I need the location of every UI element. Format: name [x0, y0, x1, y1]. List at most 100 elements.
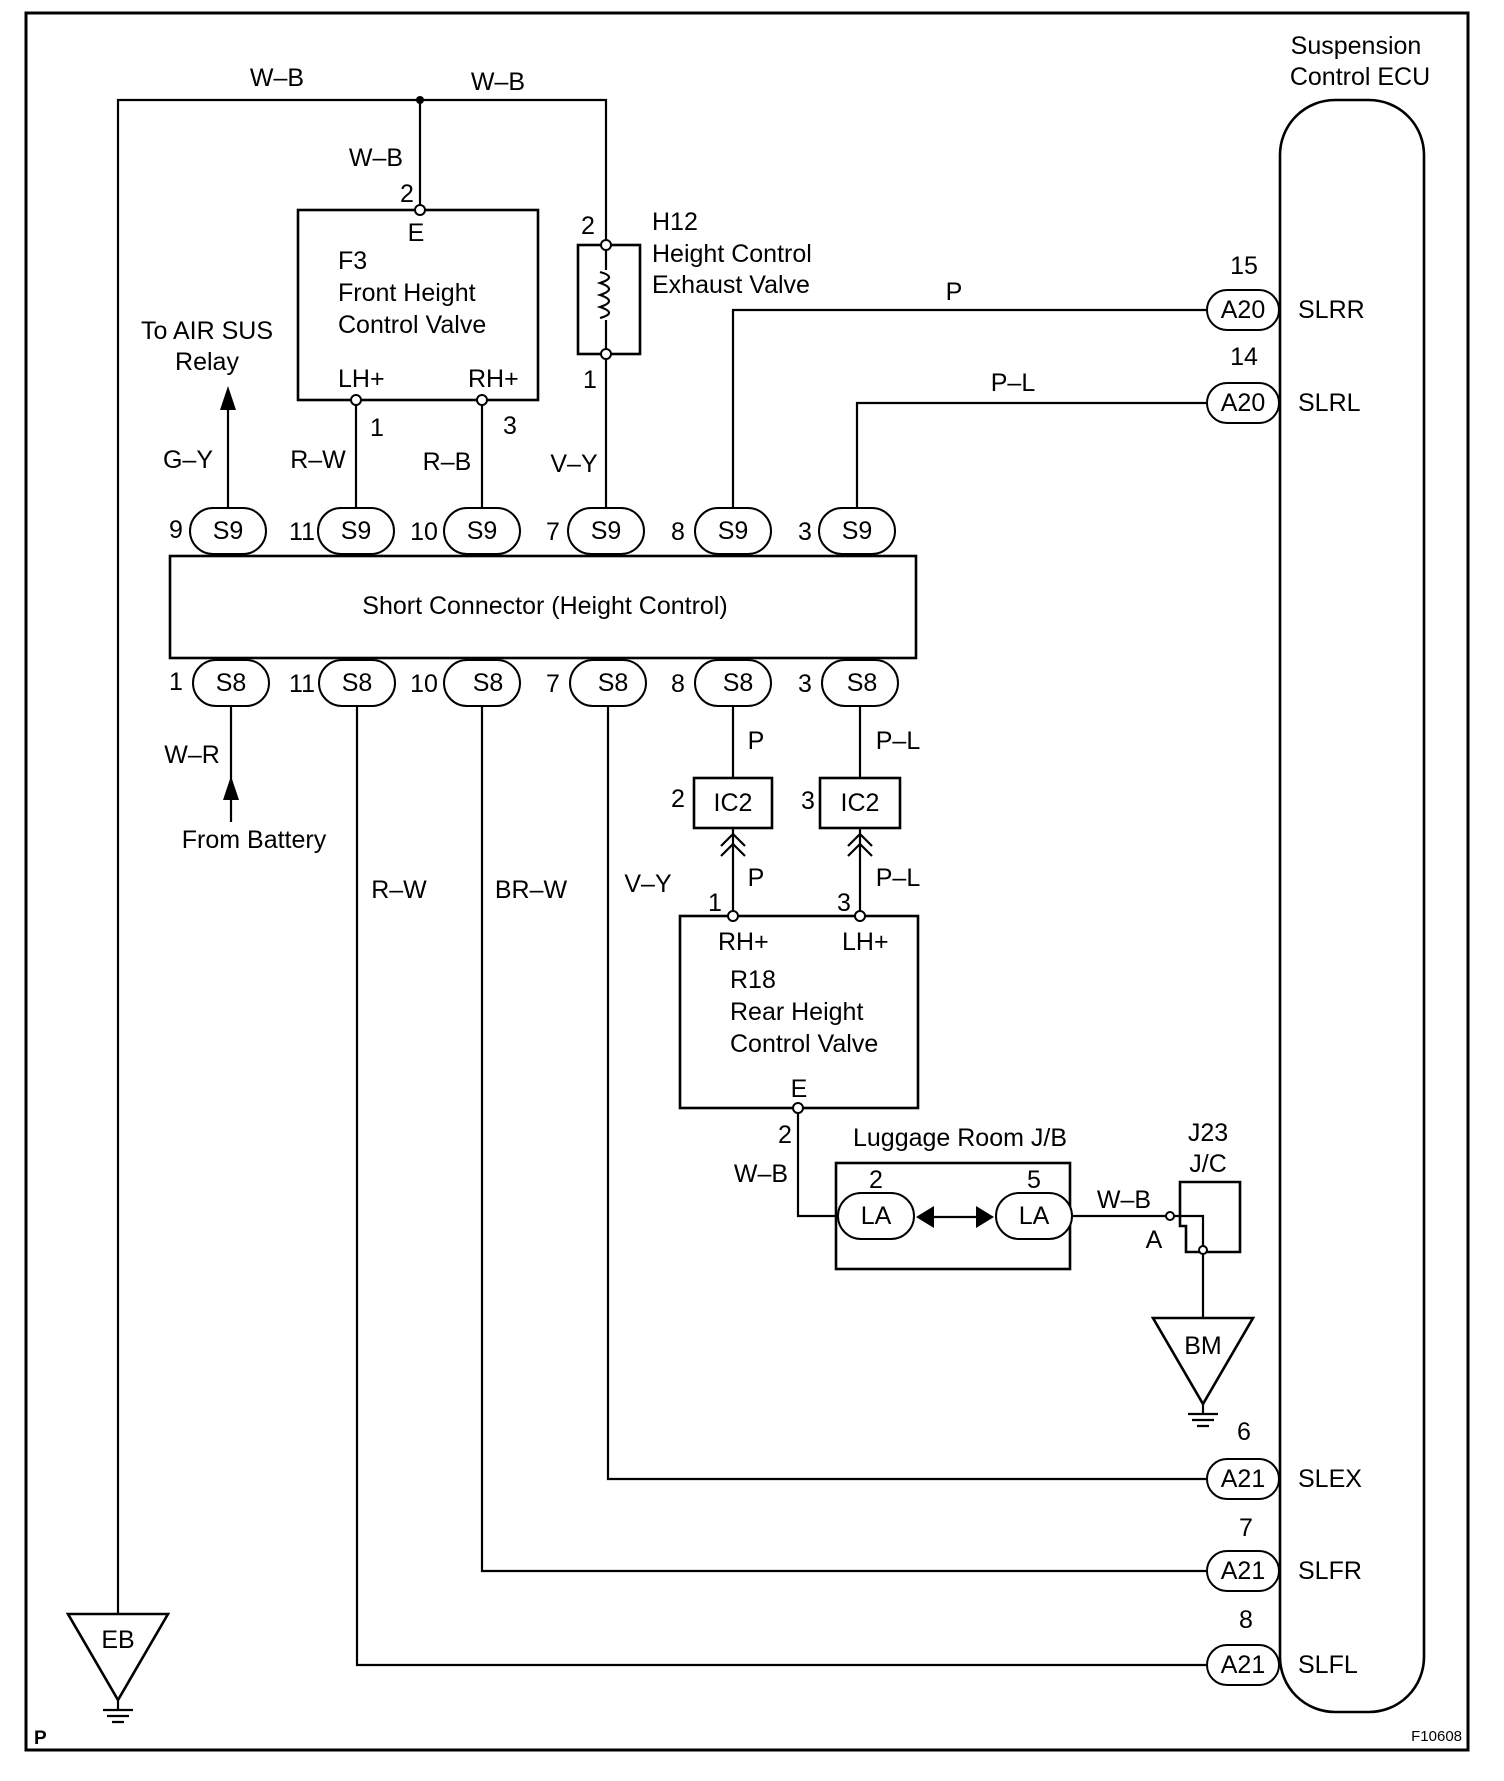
wire-label-rb-top: R–B: [423, 448, 472, 476]
s9-pin: S9 8: [671, 507, 772, 555]
s9-pins: S9 9 S9 11 S9 10 S9 7 S9 8 S9 3: [169, 507, 896, 555]
relay-label-line2: Relay: [175, 348, 239, 376]
wire-label-brw: BR–W: [495, 876, 568, 904]
connector-s8: [443, 659, 521, 707]
ic2-box: [818, 776, 902, 830]
wire-label-wb-top-left: W–B: [250, 64, 304, 92]
connector-label: S9: [842, 517, 873, 545]
wire-p-ecu: [731, 308, 1207, 508]
j23-line1: J23: [1188, 1119, 1228, 1147]
f3-rh-pin: 3: [503, 412, 517, 440]
wire-label-pl-r18: P–L: [876, 864, 921, 892]
connector-label: S9: [591, 517, 622, 545]
ecu-pin-number: 15: [1230, 252, 1258, 280]
connector-label: LA: [1019, 1202, 1050, 1230]
f3-lh-label: LH+: [338, 365, 385, 393]
s8-pin: S8 7: [546, 659, 647, 707]
connector-label: S8: [342, 669, 373, 697]
h12-pin-bottom: 1: [583, 366, 597, 394]
ecu-pin-slfr: 7 A21 SLFR: [1206, 1514, 1362, 1592]
connector-label: IC2: [841, 789, 880, 817]
ecu-pin-number: 6: [1237, 1418, 1251, 1446]
r18-lh-label: LH+: [842, 928, 889, 956]
pin-number: 8: [671, 670, 685, 698]
s9-pin: S9 9: [169, 507, 267, 555]
connector-label: A20: [1221, 389, 1265, 417]
connector-label: S9: [213, 517, 244, 545]
wires: [116, 96, 1207, 1667]
connector-s9: [567, 507, 645, 555]
f3-name-line1: Front Height: [338, 279, 476, 307]
wire-wb-top: [116, 98, 608, 1614]
wire-label-wb-j23: W–B: [1097, 1186, 1151, 1214]
ground-symbol-icon: [103, 1708, 133, 1724]
terminal: [1165, 1211, 1175, 1221]
connector-label: A21: [1221, 1465, 1265, 1493]
j23-junction-connector: J23 J/C A: [1146, 1119, 1242, 1255]
arrow-up-icon: [223, 776, 239, 800]
r18-e-pin: 2: [778, 1121, 792, 1149]
terminal: [792, 1102, 804, 1114]
wire-label-vy-bottom: V–Y: [624, 870, 672, 898]
wire-label-rw-top: R–W: [290, 446, 346, 474]
connector-label: S8: [598, 669, 629, 697]
wire-label-gy: G–Y: [163, 446, 213, 474]
terminal: [854, 910, 866, 922]
f3-code: F3: [338, 247, 367, 275]
signal-label: SLFL: [1298, 1651, 1358, 1679]
ground-bm-label: BM: [1184, 1332, 1222, 1360]
f3-e-label: E: [408, 219, 425, 247]
relay-label-line1: To AIR SUS: [141, 317, 273, 345]
h12-name-line2: Exhaust Valve: [652, 271, 810, 299]
ecu-pin-number: 7: [1239, 1514, 1253, 1542]
coil-icon: [596, 250, 611, 349]
r18-code: R18: [730, 966, 776, 994]
ecu-body: [1278, 98, 1426, 1714]
pin-number: 10: [410, 518, 438, 546]
arrow-left-icon: [916, 1206, 934, 1228]
signal-label: SLRR: [1298, 296, 1365, 324]
ground-bm: BM: [1150, 1316, 1256, 1428]
ic2-box: [692, 776, 774, 830]
connector-s8: [318, 659, 396, 707]
s9-pin: S9 3: [798, 507, 896, 555]
connector-label: S8: [723, 669, 754, 697]
terminal: [1198, 1245, 1208, 1255]
h12-code: H12: [652, 208, 698, 236]
ground-eb: EB: [65, 1612, 171, 1724]
terminal: [476, 394, 488, 406]
j23-internal-link: [1170, 1214, 1205, 1248]
wire-label-pl-top: P–L: [991, 369, 1036, 397]
wire-labels: W–B W–B W–B G–Y R–W R–B V–Y P P–L W–R R–…: [163, 64, 1151, 1214]
connector-label: IC2: [714, 789, 753, 817]
corner-label-left: P: [34, 1728, 47, 1749]
short-connector-label: Short Connector (Height Control): [362, 592, 727, 620]
h12-pin-top: 2: [581, 212, 595, 240]
ecu-pin-slfl: 8 A21 SLFL: [1206, 1606, 1358, 1686]
connector-label: S9: [341, 517, 372, 545]
j23-line2: J/C: [1189, 1150, 1227, 1178]
s8-pin: S8 11: [289, 659, 396, 707]
connector-label: S9: [718, 517, 749, 545]
connector-s9: [189, 507, 267, 555]
connector-s9: [317, 507, 395, 555]
wire-brw: [480, 706, 1207, 1573]
ic2-connector: IC2 3: [801, 776, 902, 857]
ic2-connectors: IC2 2 IC2 3: [671, 776, 902, 857]
connector-label: S8: [847, 669, 878, 697]
r18-e-label: E: [791, 1075, 808, 1103]
connector-label: S8: [216, 669, 247, 697]
ecu-pin-slrl: 14 A20 SLRL: [1206, 343, 1361, 424]
s9-pin: S9 7: [546, 507, 645, 555]
luggage-room-jb: Luggage Room J/B 2 5 LA LA: [834, 1124, 1073, 1271]
splice-point: [416, 96, 424, 104]
s8-pin: S8 10: [410, 659, 521, 707]
pin-number: 3: [798, 670, 812, 698]
figure-id: F10608: [1411, 1728, 1462, 1745]
j23-pin-label: A: [1146, 1226, 1163, 1254]
f3-front-height-control-valve: 2 E F3 Front Height Control Valve LH+ RH…: [296, 180, 540, 442]
ic2-connector: IC2 2: [671, 776, 774, 857]
connector-la-right: [995, 1192, 1073, 1240]
